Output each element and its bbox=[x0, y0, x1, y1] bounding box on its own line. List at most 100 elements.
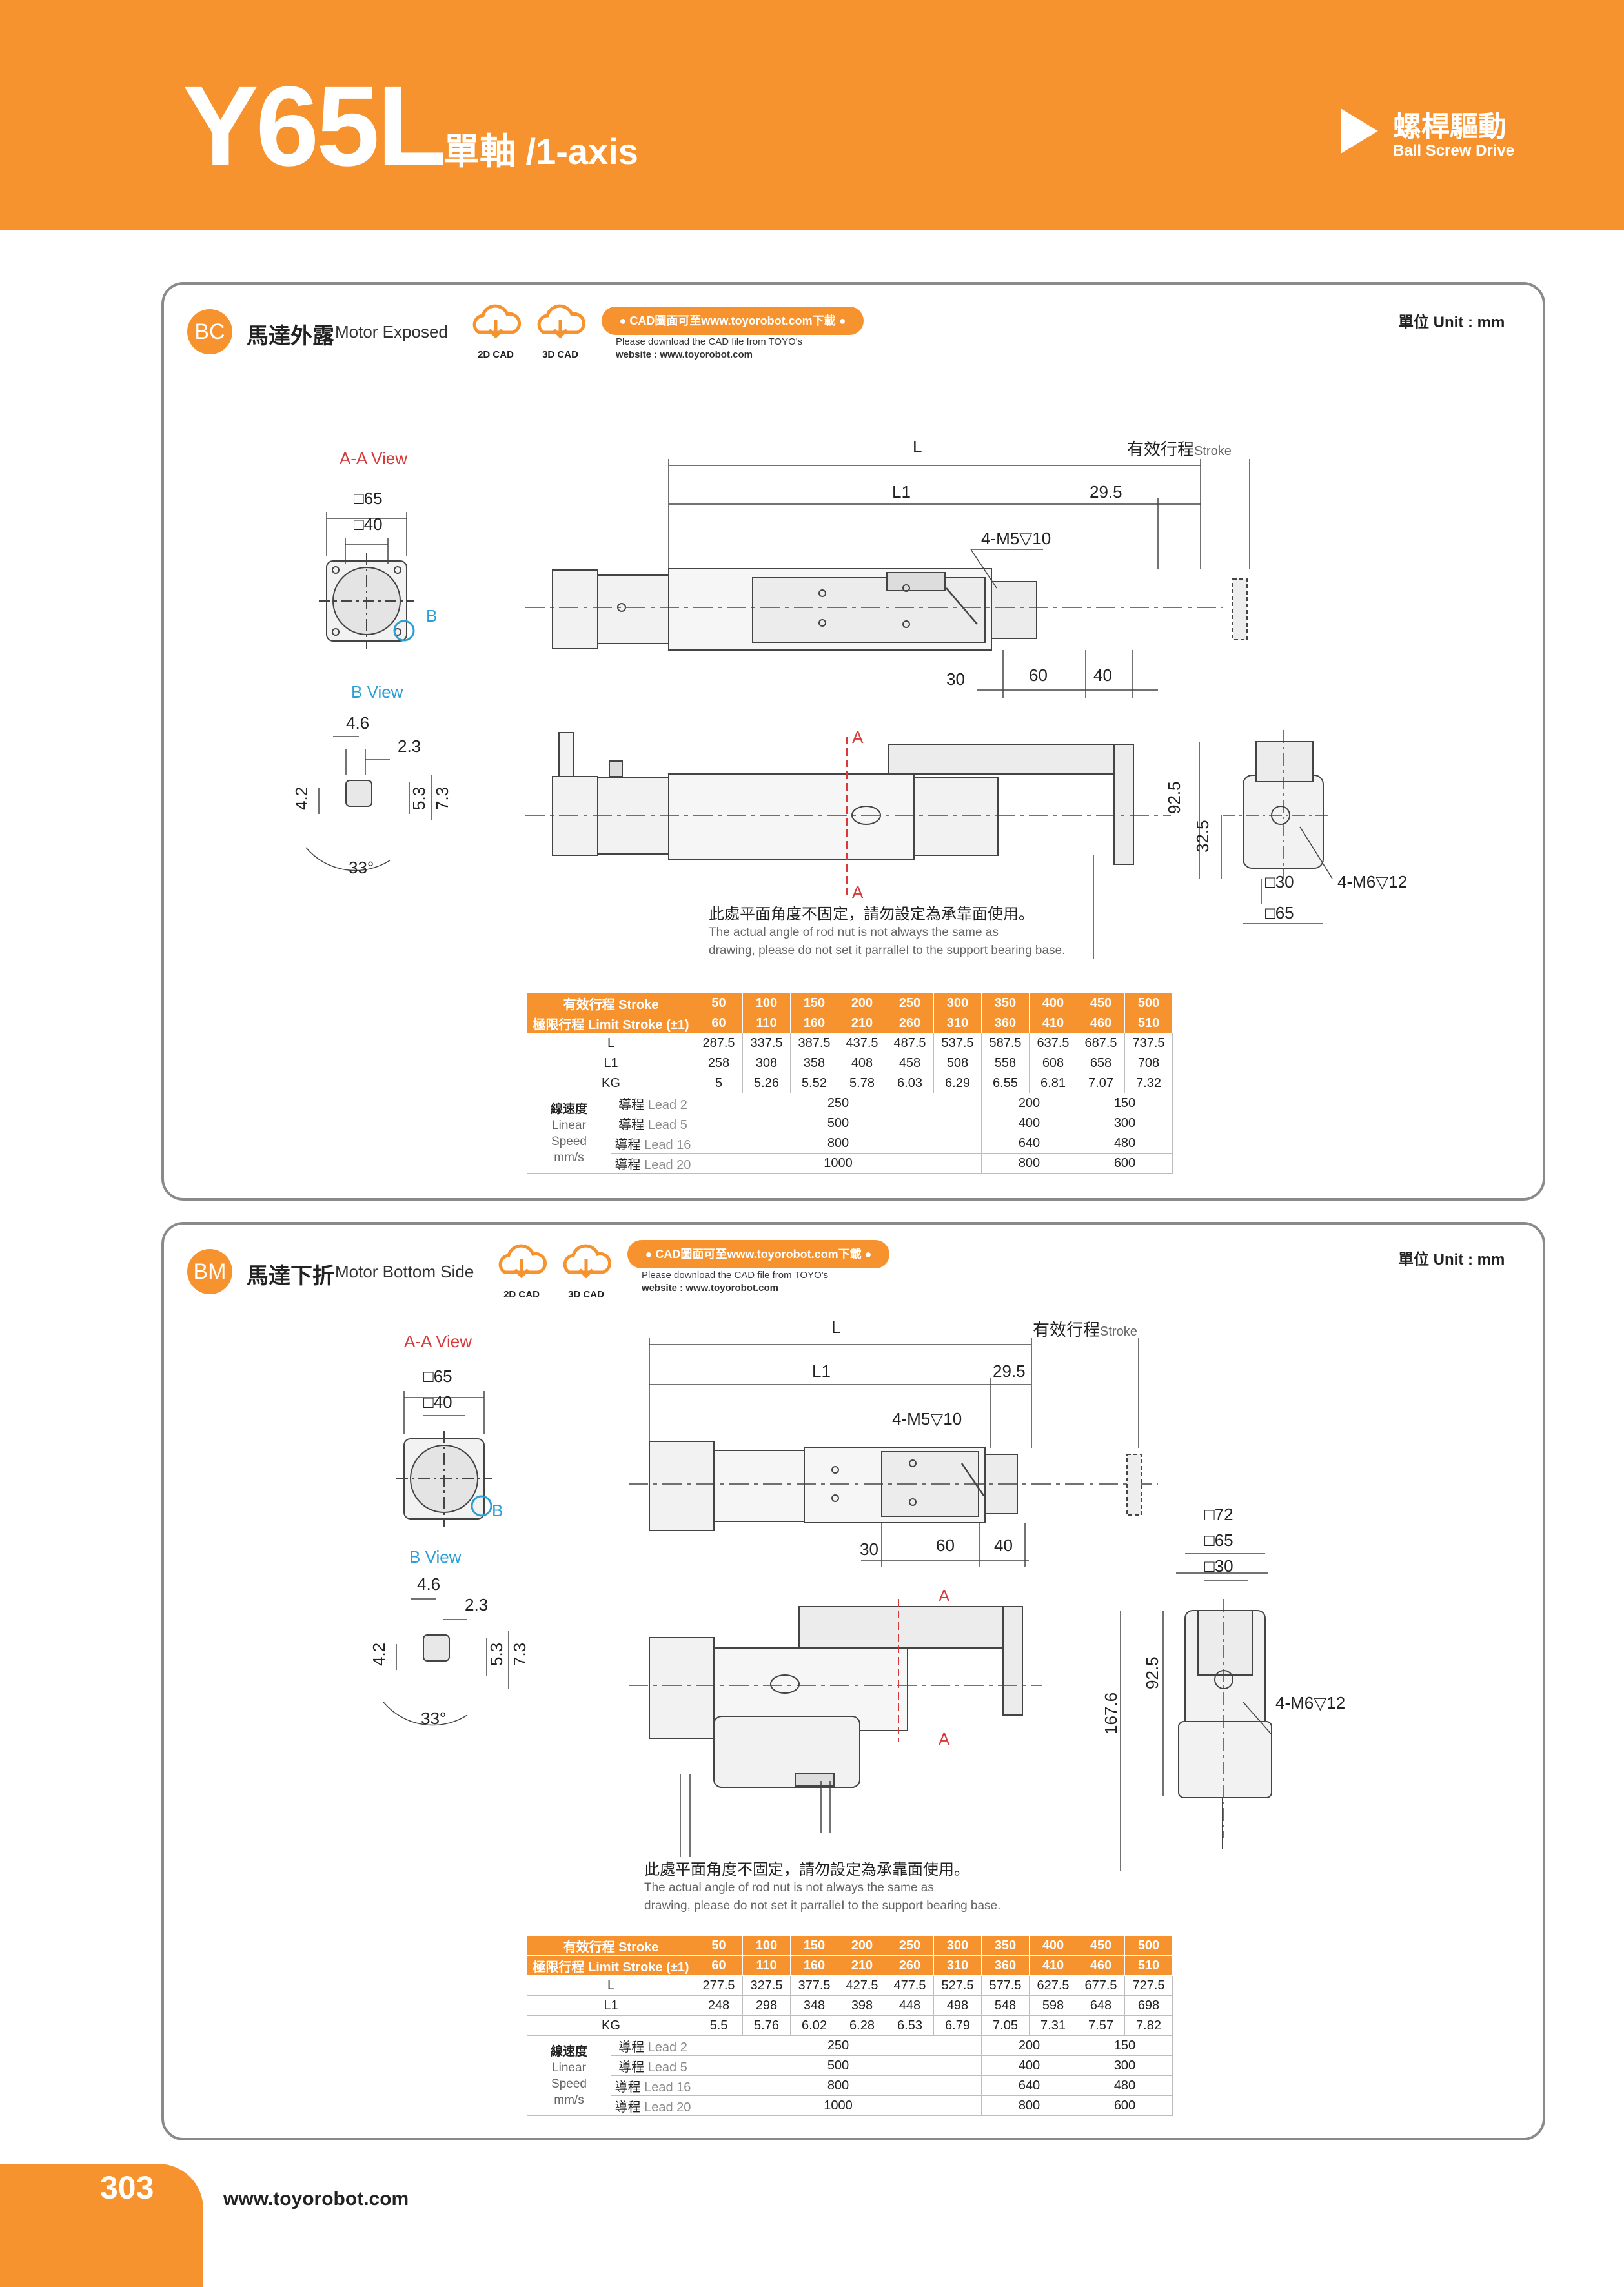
note-zh: 此處平面角度不固定，請勿設定為承靠面使用。 bbox=[644, 1861, 969, 1878]
cad-download-pill[interactable]: ● CAD圖面可至www.toyorobot.com下載 ● bbox=[602, 307, 864, 335]
section-motor-exposed: BC 馬達外露 Motor Exposed 2D CAD 3D CAD ● CA… bbox=[161, 282, 1545, 1201]
section-title-en: Motor Exposed bbox=[335, 322, 448, 341]
section-motor-bottom-side: BM 馬達下折 Motor Bottom Side 2D CAD 3D CAD … bbox=[161, 1222, 1545, 2140]
engineering-drawing: A-A View □65 □40 B B View 4.6 2.3 4.2 5.… bbox=[292, 437, 1407, 959]
cloud-download-3d-icon[interactable] bbox=[532, 301, 589, 348]
cad-note-line1: Please download the CAD file from TOYO's bbox=[616, 336, 803, 347]
section-title-en: Motor Bottom Side bbox=[335, 1262, 474, 1281]
dim-40: 40 bbox=[1093, 666, 1112, 685]
dim-60: 60 bbox=[936, 1536, 955, 1555]
play-triangle-icon bbox=[1341, 108, 1378, 154]
drive-type-zh: 螺桿驅動 bbox=[1393, 111, 1507, 143]
section-badge: BM bbox=[187, 1249, 232, 1294]
dim-sq30: □30 bbox=[1204, 1556, 1233, 1576]
dim-5-3: 5.3 bbox=[409, 787, 429, 810]
drive-type-en: Ball Screw Drive bbox=[1393, 142, 1515, 159]
dim-sq65-end: □65 bbox=[1265, 903, 1294, 922]
cad-note-line2: website : www.toyorobot.com bbox=[642, 1283, 778, 1294]
dim-4-6: 4.6 bbox=[417, 1574, 440, 1594]
footer-website-link[interactable]: www.toyorobot.com bbox=[223, 2188, 409, 2210]
cad-note-line1: Please download the CAD file from TOYO's bbox=[642, 1270, 829, 1281]
unit-label: 單位 Unit : mm bbox=[1398, 1251, 1505, 1268]
dim-m6: 4-M6▽12 bbox=[1337, 872, 1407, 891]
note-en-line2: drawing, please do not set it parralleI … bbox=[709, 944, 1066, 957]
limit-header: 極限行程 Limit Stroke (±1) bbox=[527, 1955, 695, 1976]
rod-nut-note: 此處平面角度不固定，請勿設定為承靠面使用。 The actual angle o… bbox=[709, 906, 1065, 960]
dim-L1: L1 bbox=[892, 482, 911, 502]
engineering-drawing: A-A View □65 □40 B B View 4.6 2.3 4.2 5.… bbox=[369, 1317, 1345, 1871]
page-header: Y65L 單軸 /1-axis 螺桿驅動 Ball Screw Drive bbox=[0, 0, 1624, 230]
dim-sq72: □72 bbox=[1204, 1505, 1233, 1524]
note-zh: 此處平面角度不固定，請勿設定為承靠面使用。 bbox=[709, 906, 1034, 923]
dim-29-5: 29.5 bbox=[1090, 482, 1122, 502]
dim-sq30: □30 bbox=[1265, 872, 1294, 891]
dim-2-3: 2.3 bbox=[398, 737, 421, 756]
dim-32-5: 32.5 bbox=[1193, 820, 1212, 853]
section-a-top: A bbox=[939, 1586, 950, 1605]
dim-5-3: 5.3 bbox=[487, 1643, 506, 1666]
unit-label: 單位 Unit : mm bbox=[1398, 314, 1505, 331]
model-title: Y65L bbox=[183, 63, 447, 190]
b-view-label: B View bbox=[409, 1547, 462, 1567]
dim-30: 30 bbox=[860, 1540, 878, 1559]
note-en-line1: The actual angle of rod nut is not alway… bbox=[709, 926, 999, 939]
note-en-line2: drawing, please do not set it parralleI … bbox=[644, 1899, 1001, 1913]
stroke-header: 有效行程 Stroke bbox=[527, 993, 695, 1013]
cad-3d-label: 3D CAD bbox=[568, 1289, 604, 1300]
section-badge: BC bbox=[187, 309, 232, 354]
section-a-bottom: A bbox=[852, 882, 864, 902]
cad-note-line2: website : www.toyorobot.com bbox=[616, 349, 753, 360]
cloud-download-3d-icon[interactable] bbox=[558, 1241, 614, 1288]
dim-stroke: 有效行程Stroke bbox=[1033, 1320, 1137, 1339]
rod-nut-note: 此處平面角度不固定，請勿設定為承靠面使用。 The actual angle o… bbox=[644, 1861, 1000, 1915]
dim-m6: 4-M6▽12 bbox=[1275, 1693, 1345, 1713]
dim-sq65-end: □65 bbox=[1204, 1530, 1233, 1550]
b-view-label: B View bbox=[351, 682, 403, 702]
page-number: 303 bbox=[100, 2170, 154, 2206]
dim-sq65: □65 bbox=[354, 489, 383, 508]
dim-sq40: □40 bbox=[354, 514, 383, 534]
dim-4-6: 4.6 bbox=[346, 713, 369, 733]
dim-7-3: 7.3 bbox=[432, 787, 452, 810]
dim-4-2: 4.2 bbox=[292, 787, 311, 810]
section-a-bottom: A bbox=[939, 1729, 950, 1749]
cad-download-pill[interactable]: ● CAD圖面可至www.toyorobot.com下載 ● bbox=[627, 1240, 889, 1268]
section-title-zh: 馬達外露 bbox=[247, 324, 334, 349]
dim-2-3: 2.3 bbox=[465, 1595, 488, 1614]
b-marker: B bbox=[426, 606, 437, 625]
dim-30: 30 bbox=[946, 669, 965, 689]
dim-m5: 4-M5▽10 bbox=[892, 1409, 962, 1428]
dim-167-6: 167.6 bbox=[1101, 1692, 1121, 1734]
limit-header: 極限行程 Limit Stroke (±1) bbox=[527, 1013, 695, 1033]
section-a-top: A bbox=[852, 727, 864, 747]
stroke-header: 有效行程 Stroke bbox=[527, 1935, 695, 1956]
dim-60: 60 bbox=[1029, 666, 1048, 685]
axis-label: 單軸 /1-axis bbox=[443, 131, 638, 172]
cad-download-note: Please download the CAD file from TOYO's… bbox=[642, 1269, 828, 1295]
dim-29-5: 29.5 bbox=[993, 1361, 1026, 1381]
cloud-download-2d-icon[interactable] bbox=[493, 1241, 550, 1288]
b-marker: B bbox=[492, 1501, 503, 1520]
dim-92-5: 92.5 bbox=[1164, 781, 1184, 814]
dim-m5: 4-M5▽10 bbox=[981, 529, 1051, 548]
cloud-download-2d-icon[interactable] bbox=[467, 301, 524, 348]
dim-stroke: 有效行程Stroke bbox=[1127, 440, 1232, 459]
footer-tab bbox=[0, 2164, 203, 2287]
aa-view-label: A-A View bbox=[404, 1332, 472, 1351]
dim-sq65: □65 bbox=[423, 1367, 452, 1386]
